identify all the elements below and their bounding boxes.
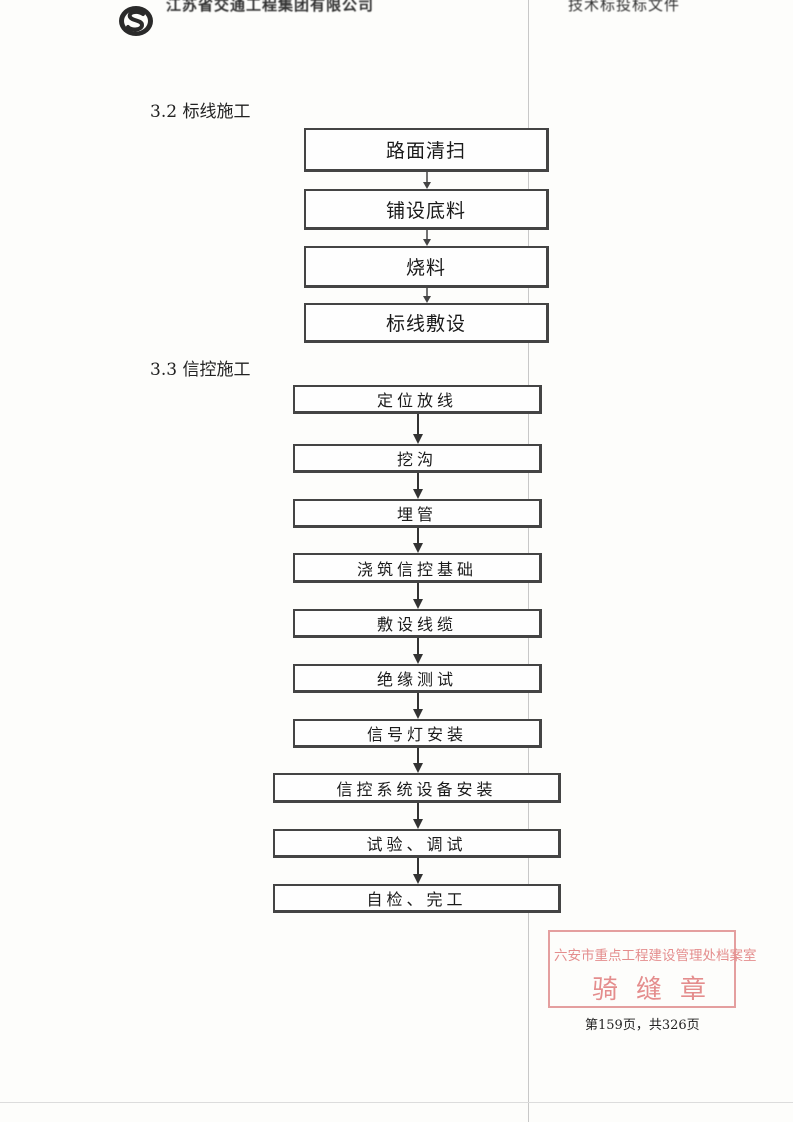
flowchart-signal-arrows — [413, 413, 423, 884]
flowchart-marking-arrows — [423, 172, 431, 303]
stamp-label: 骑缝章 — [592, 975, 725, 1005]
flowchart-marking: 路面清扫 铺设底料 烧料 标线敷设 — [0, 0, 793, 350]
section-title-signal: 3.3 信控施工 — [150, 360, 251, 380]
page-number: 第159页，共326页 — [585, 1018, 700, 1033]
flow-step-foundation-pouring: 浇筑信控基础 — [293, 553, 542, 583]
footer-rule — [0, 1102, 793, 1103]
flow-step-heat-material: 烧料 — [304, 246, 549, 288]
flow-step-cable-laying: 敷设线缆 — [293, 609, 542, 638]
flow-step-marking-laying: 标线敷设 — [304, 303, 549, 343]
header-document-title: 技术标投标文件 — [568, 0, 681, 14]
flow-step-lay-base: 铺设底料 — [304, 189, 549, 230]
company-logo-icon — [119, 6, 153, 36]
header-company-name: 江苏省交通工程集团有限公司 — [166, 0, 375, 14]
flow-step-signal-light-install: 信号灯安装 — [293, 719, 542, 748]
flow-step-pipe-burying: 埋管 — [293, 499, 542, 528]
flow-step-trial-debug: 试验、调试 — [273, 829, 561, 858]
flow-step-trenching: 挖沟 — [293, 444, 542, 473]
archive-seal-stamp: 六安市重点工程建设管理处档案室 骑缝章 — [548, 930, 757, 1008]
stamp-organization: 六安市重点工程建设管理处档案室 — [554, 948, 757, 964]
flow-step-road-cleaning: 路面清扫 — [304, 128, 549, 172]
flowchart-signal: 定位放线 挖沟 埋管 浇筑信控基础 敷设线缆 绝缘测试 信号灯安装 信控系统设备… — [273, 385, 561, 913]
flow-step-positioning: 定位放线 — [293, 385, 542, 414]
section-title-marking: 3.2 标线施工 — [150, 102, 251, 122]
flow-step-self-check-complete: 自检、完工 — [273, 884, 561, 913]
flow-step-system-install: 信控系统设备安装 — [273, 773, 561, 803]
flow-step-insulation-test: 绝缘测试 — [293, 664, 542, 693]
